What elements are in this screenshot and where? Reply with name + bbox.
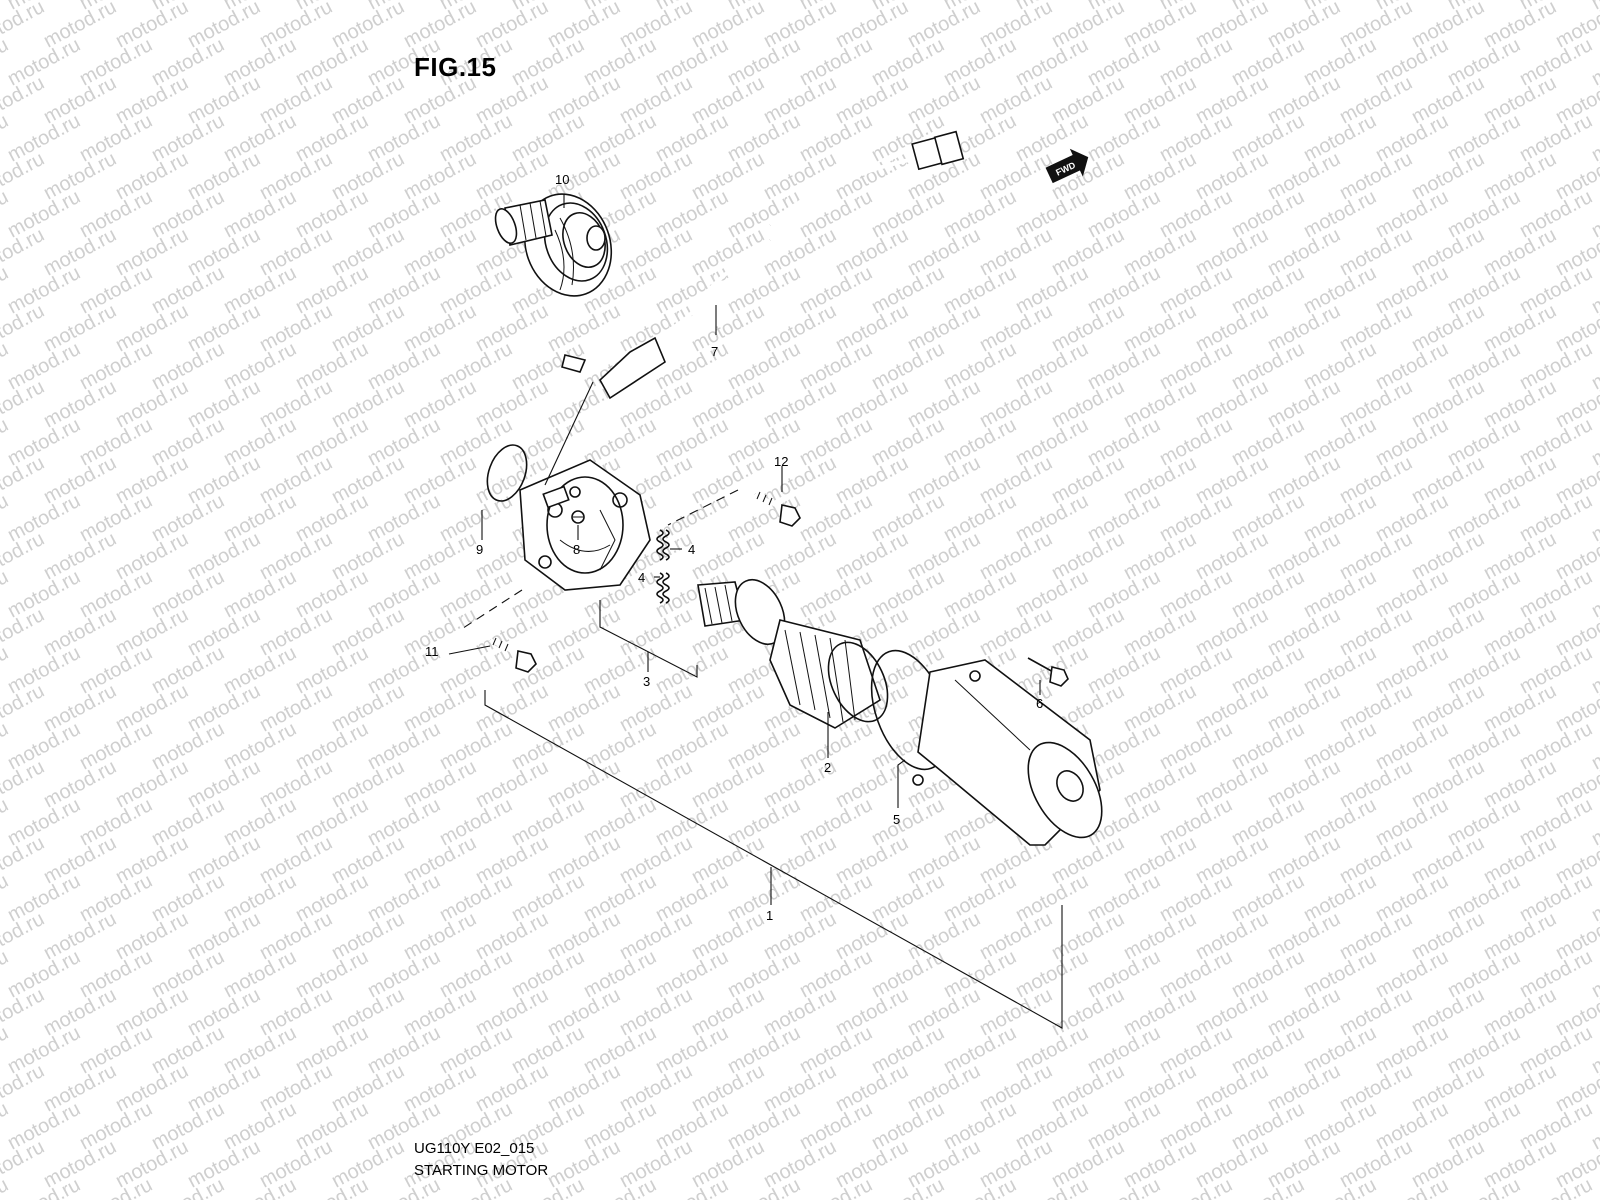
callout-1: 1: [766, 908, 773, 923]
callout-8: 8: [573, 542, 580, 557]
watermark-text: motod.ru: [0, 908, 48, 964]
bolt-11-illustration: [489, 637, 537, 673]
watermark-text: motod.ru: [0, 300, 48, 356]
watermark-text: motod.ru: [0, 832, 48, 888]
callout-7: 7: [711, 344, 718, 359]
callout-labels: 1 2 3 4 4 5 6 7 8 9 10 11 12: [425, 172, 1043, 923]
watermark-text: motod.ru: [0, 756, 48, 812]
starter-clutch-illustration: [494, 193, 613, 297]
watermark-text: motod.ru: [0, 376, 48, 432]
callout-11: 11: [425, 644, 439, 659]
figure-name: STARTING MOTOR: [414, 1162, 549, 1179]
callout-9: 9: [476, 542, 483, 557]
watermark-text: motod.ru: [0, 528, 48, 584]
callout-5: 5: [893, 812, 900, 827]
figure-title: FIG.15: [414, 52, 497, 82]
watermark-text: motod.ru: [0, 604, 48, 660]
bolt-6-illustration: [1027, 657, 1069, 687]
watermark-text: motod.ru: [0, 1060, 48, 1116]
o-ring-illustration: [486, 444, 528, 502]
watermark-text: motod.ru: [0, 680, 48, 736]
callout-3: 3: [643, 674, 650, 689]
model-code: UG110Y E02_015: [414, 1140, 535, 1157]
watermark-text: motod.ru: [0, 72, 48, 128]
motor-housing-illustration: [912, 659, 1103, 846]
bolt-12-illustration: [754, 491, 801, 527]
callout-6: 6: [1036, 696, 1043, 711]
brush-holder-illustration: [519, 459, 651, 591]
watermark-text: motod.ru: [0, 984, 48, 1040]
callout-2: 2: [824, 760, 831, 775]
callout-12: 12: [774, 454, 788, 469]
watermark-text: motod.ru: [1588, 0, 1600, 14]
leader-lines: [448, 195, 1063, 1029]
brush-spring-lower-illustration: [656, 572, 670, 604]
watermark-text: motod.ru: [0, 1174, 12, 1200]
screw-8-illustration: [571, 510, 585, 524]
watermark-text: motod.ru: [0, 224, 48, 280]
lead-wire-illustration: [561, 130, 965, 400]
fwd-direction-badge: FWD: [1045, 148, 1089, 184]
watermark-text: motod.ru: [0, 1136, 48, 1192]
callout-4-lower: 4: [638, 570, 645, 585]
armature-illustration: [697, 579, 889, 729]
callout-4-upper: 4: [688, 542, 695, 557]
brush-spring-upper-illustration: [656, 529, 670, 561]
watermark-text: motod.ru: [0, 148, 48, 204]
watermark-text: motod.ru: [0, 452, 48, 508]
callout-10: 10: [555, 172, 569, 187]
